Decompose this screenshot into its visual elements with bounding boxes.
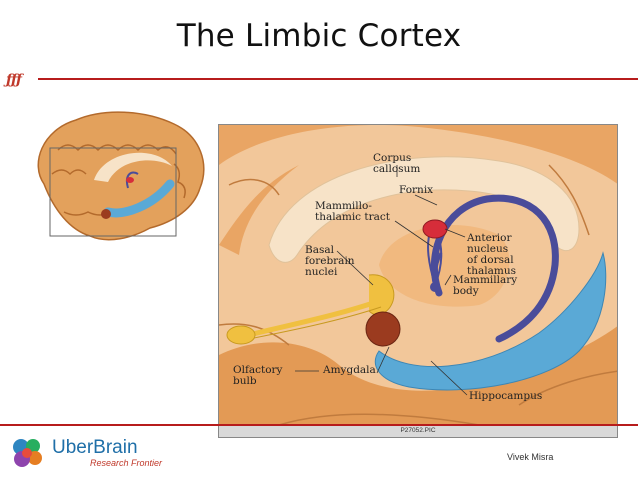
label-corpus-callosum: Corpus callosum	[373, 152, 421, 175]
label-basal-forebrain: Basal forebrain nuclei	[305, 244, 355, 278]
limbic-system-figure: Corpus callosum Fornix Mammillo- thalami…	[218, 124, 618, 438]
label-mammillary-body: Mammillary body	[453, 274, 518, 297]
brand-name: UberBrain	[52, 437, 138, 458]
bottom-rule	[0, 424, 638, 426]
label-fornix: Fornix	[399, 184, 434, 196]
label-olfactory-bulb: Olfactory bulb	[233, 364, 283, 387]
slide-title: The Limbic Cortex	[176, 18, 462, 54]
brain-thumbnail	[37, 111, 205, 241]
author-name: Vivek Misra	[507, 452, 554, 462]
label-mammillothalamic-tract: Mammillo- thalamic tract	[315, 200, 390, 223]
uberbrain-logo-icon	[13, 439, 42, 467]
accent-mark: ƒƒƒ	[6, 72, 22, 88]
top-rule	[38, 78, 638, 80]
figure-illustration	[219, 125, 617, 437]
figure-caption: P27052.PIC	[400, 427, 436, 434]
brand-tagline: Research Frontier	[90, 458, 163, 468]
label-anterior-nucleus: Anterior nucleus of dorsal thalamus	[467, 232, 516, 277]
label-hippocampus: Hippocampus	[469, 390, 543, 402]
label-amygdala: Amygdala	[323, 364, 376, 376]
